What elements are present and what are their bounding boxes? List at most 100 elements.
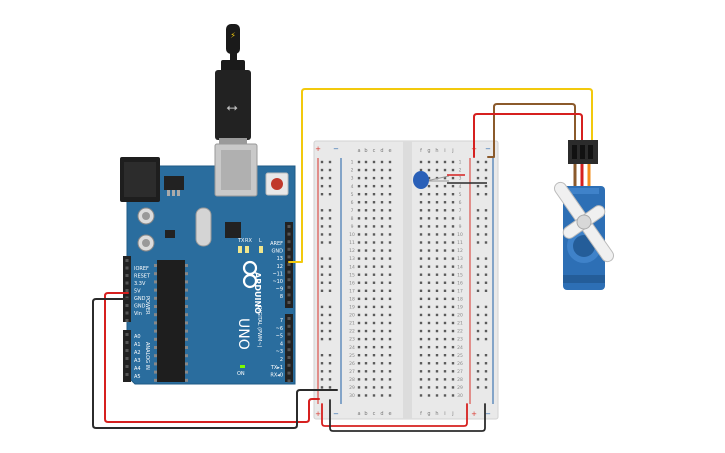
row-number: 26 xyxy=(457,361,463,367)
row-number: 8 xyxy=(459,216,462,222)
wire-rail-bridge-red xyxy=(321,403,468,427)
col-letter-top: c xyxy=(373,148,376,154)
wires xyxy=(92,88,593,432)
power-pin-label-6: Vin xyxy=(134,311,142,317)
crystal-oscillator xyxy=(195,207,212,247)
row-number: 5 xyxy=(351,192,354,198)
digital-pin-label-3: 4 xyxy=(280,341,283,347)
svg-text:⚡: ⚡ xyxy=(230,31,236,40)
row-number: 30 xyxy=(349,393,355,399)
row-number: 3 xyxy=(459,176,462,182)
power-pin-label-4: GND xyxy=(134,296,146,302)
row-number: 26 xyxy=(349,361,355,367)
power-pin-label-3: 5V xyxy=(134,289,141,295)
row-number: 3 xyxy=(351,176,354,182)
row-number: 9 xyxy=(351,224,354,230)
row-number: 27 xyxy=(349,369,355,375)
row-number: 29 xyxy=(349,385,355,391)
row-number: 15 xyxy=(349,272,355,278)
power-pin-label-0: IOREF xyxy=(134,266,149,272)
row-number: 25 xyxy=(457,353,463,359)
digital-pin-label-2: ~5 xyxy=(276,334,283,340)
svg-text:⭥: ⭥ xyxy=(225,104,241,112)
reset-button[interactable] xyxy=(265,172,289,196)
model-label: UNO xyxy=(235,318,251,350)
row-number: 10 xyxy=(349,232,355,238)
power-header-label: POWER xyxy=(144,296,150,315)
wire-brown xyxy=(487,103,576,158)
wire-power-red xyxy=(473,113,583,158)
row-number: 19 xyxy=(457,305,463,311)
row-number: 11 xyxy=(457,240,463,246)
digital-bottom-header xyxy=(285,314,293,382)
row-number: 7 xyxy=(459,208,462,214)
digital-pin-label-0: 7 xyxy=(280,318,283,324)
analog-pin-label-5: A5 xyxy=(134,374,141,380)
row-number: 21 xyxy=(457,321,463,327)
row-number: 24 xyxy=(349,345,355,351)
row-number: 12 xyxy=(349,248,355,254)
row-number: 6 xyxy=(459,200,462,206)
rail-minus-label-br: − xyxy=(485,410,491,418)
row-number: 20 xyxy=(457,313,463,319)
digital-pin-label-4: ~3 xyxy=(276,349,283,355)
row-number: 16 xyxy=(457,280,463,286)
digital-pin-label-1: ~6 xyxy=(276,326,283,332)
row-number: 18 xyxy=(457,296,463,302)
row-number: 29 xyxy=(457,385,463,391)
digital-pin-label-6: TX▸1 xyxy=(270,365,283,371)
rail-plus-label-bl: + xyxy=(315,410,321,418)
col-letter-bottom: a xyxy=(357,411,360,417)
analog-pin-label-2: A2 xyxy=(134,350,141,356)
rail-plus-label-br: + xyxy=(471,410,477,418)
row-number: 23 xyxy=(457,337,463,343)
col-letter-top: e xyxy=(388,148,391,154)
row-number: 17 xyxy=(349,288,355,294)
digital-pin-label-5: ~10 xyxy=(272,279,283,285)
analog-pin-label-4: A4 xyxy=(134,366,141,372)
row-number: 1 xyxy=(459,160,462,166)
row-number: 28 xyxy=(349,377,355,383)
digital-pin-label-7: 8 xyxy=(280,294,283,300)
col-letter-top: g xyxy=(427,148,430,154)
atmega-chip xyxy=(157,260,185,382)
row-number: 8 xyxy=(351,216,354,222)
row-number: 6 xyxy=(351,200,354,206)
row-number: 24 xyxy=(457,345,463,351)
col-letter-bottom: e xyxy=(388,411,391,417)
row-number: 18 xyxy=(349,296,355,302)
digital-pin-label-3: 12 xyxy=(277,264,283,270)
row-number: 21 xyxy=(349,321,355,327)
servo-horn xyxy=(553,181,615,263)
row-number: 30 xyxy=(457,393,463,399)
brand-label: ARDUINO xyxy=(253,272,262,314)
col-letter-top: h xyxy=(435,148,438,154)
rail-plus-label-tl: + xyxy=(315,145,321,153)
digital-header-label: DIGITAL (PWM~) xyxy=(256,306,262,348)
col-letter-top: a xyxy=(357,148,360,154)
row-number: 14 xyxy=(457,264,463,270)
row-number: 17 xyxy=(457,288,463,294)
analog-pin-label-1: A1 xyxy=(134,342,141,348)
digital-pin-label-4: ~11 xyxy=(272,271,283,277)
analog-pin-label-3: A3 xyxy=(134,358,141,364)
row-number: 22 xyxy=(457,329,463,335)
on-label: ON xyxy=(237,371,245,377)
row-number: 9 xyxy=(459,224,462,230)
row-number: 7 xyxy=(351,208,354,214)
col-letter-bottom: d xyxy=(380,411,383,417)
row-number: 22 xyxy=(349,329,355,335)
col-letter-bottom: f xyxy=(420,411,422,417)
col-letter-top: b xyxy=(364,148,367,154)
col-letter-top: f xyxy=(420,148,422,154)
row-number: 20 xyxy=(349,313,355,319)
row-number: 25 xyxy=(349,353,355,359)
row-number: 4 xyxy=(351,184,354,190)
col-letter-bottom: b xyxy=(364,411,367,417)
row-number: 13 xyxy=(457,256,463,262)
led-label-tx: TX xyxy=(237,238,245,244)
col-letter-bottom: i xyxy=(444,411,445,417)
row-number: 2 xyxy=(459,168,462,174)
